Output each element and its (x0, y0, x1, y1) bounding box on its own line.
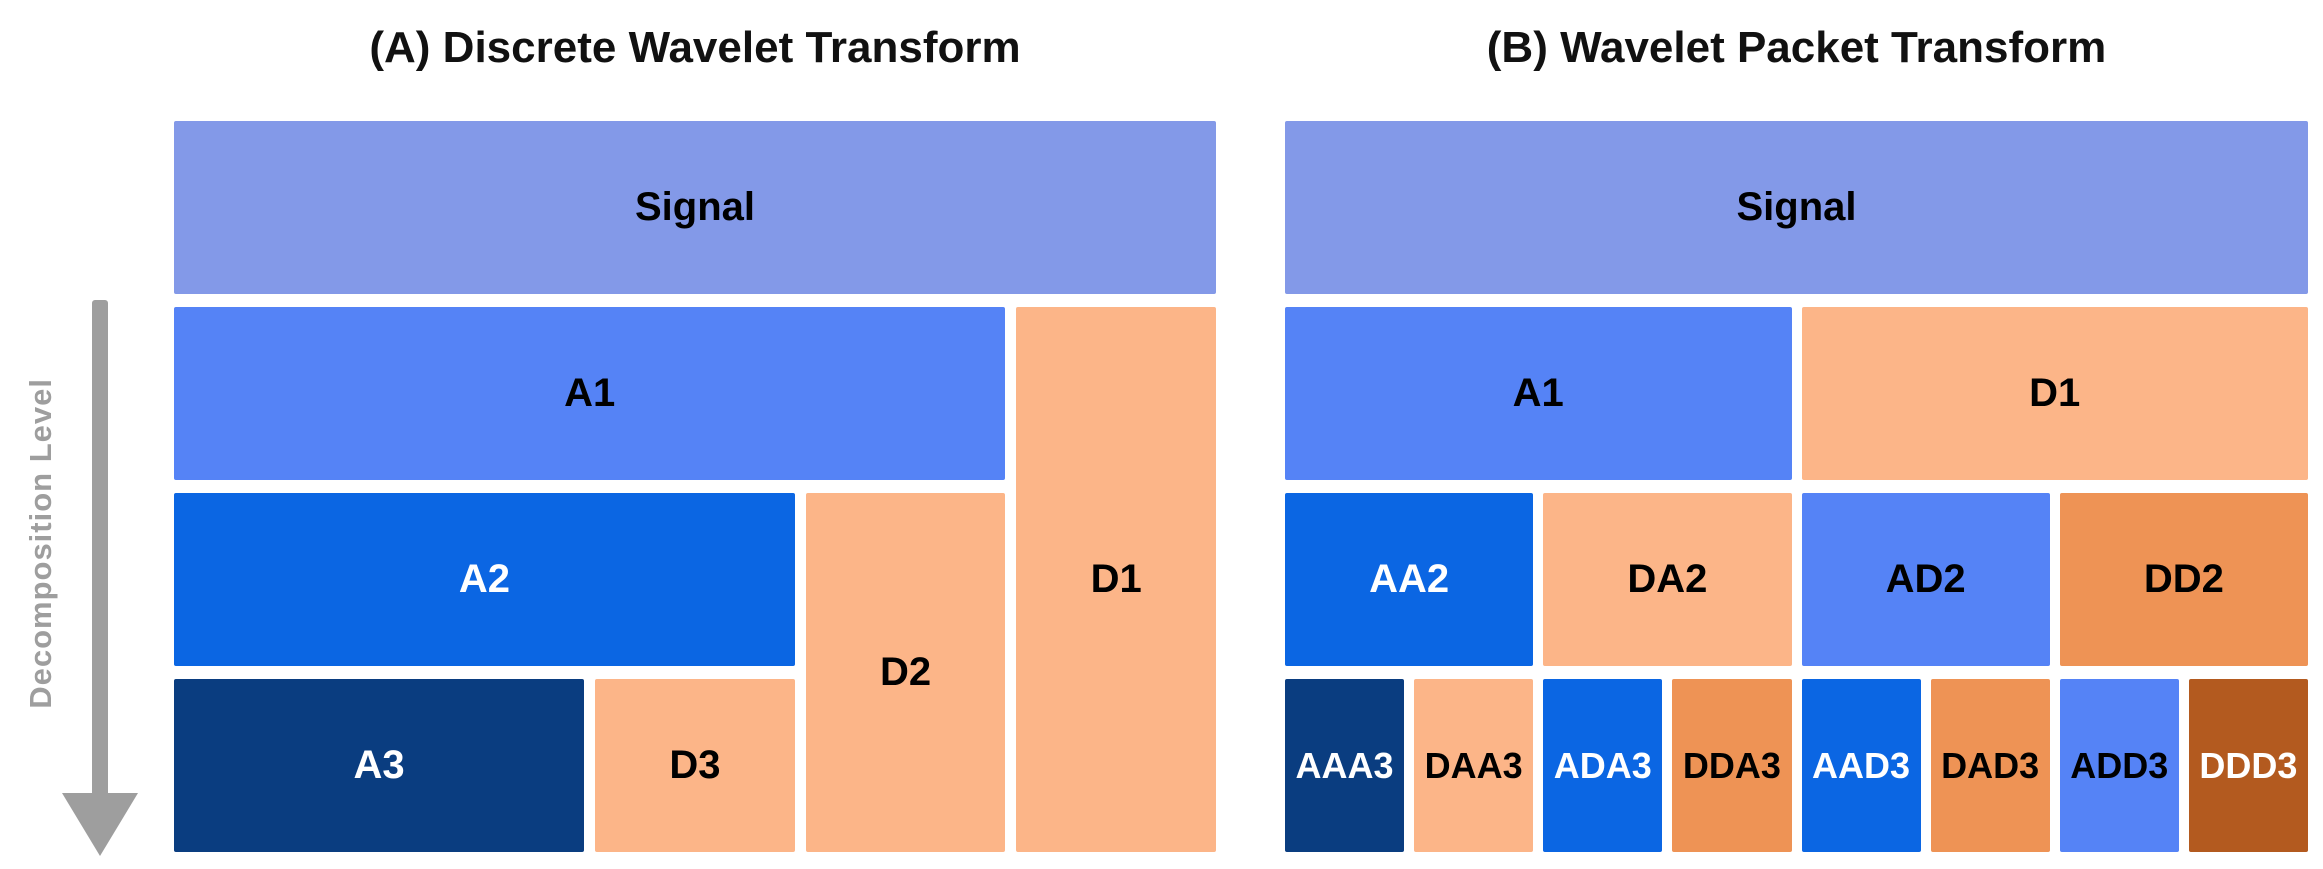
down-arrow-icon (62, 300, 138, 856)
wpt-block-ad2: AD2 (1801, 493, 2050, 666)
dwt-diagram: Signal A1 D1 A2 D2 A3 D3 (174, 121, 1216, 852)
dwt-block-a1: A1 (174, 307, 1006, 480)
wpt-block-dda3: DDA3 (1672, 679, 1792, 852)
decomposition-axis: Decomposition Level (0, 298, 150, 858)
dwt-block-d1: D1 (1016, 307, 1216, 852)
panel-a-title: (A) Discrete Wavelet Transform (369, 23, 1021, 72)
wpt-block-aaa3: AAA3 (1285, 679, 1405, 852)
wpt-block-ddd3: DDD3 (2188, 679, 2308, 852)
wpt-block-ada3: ADA3 (1543, 679, 1663, 852)
wpt-block-da2: DA2 (1543, 493, 1792, 666)
dwt-block-d2: D2 (805, 493, 1006, 852)
decomposition-level-label: Decomposition Level (23, 378, 58, 709)
dwt-block-a3: A3 (174, 679, 585, 852)
wpt-block-dd2: DD2 (2059, 493, 2308, 666)
wpt-block-aad3: AAD3 (1801, 679, 1921, 852)
wpt-block-d1: D1 (1801, 307, 2308, 480)
wpt-block-a1: A1 (1285, 307, 1792, 480)
wpt-block-add3: ADD3 (2059, 679, 2179, 852)
dwt-block-d3: D3 (595, 679, 795, 852)
panel-b-title: (B) Wavelet Packet Transform (1486, 23, 2107, 72)
wpt-block-signal: Signal (1285, 121, 2308, 294)
wpt-block-aa2: AA2 (1285, 493, 1534, 666)
wpt-block-dad3: DAD3 (1930, 679, 2050, 852)
dwt-block-a2: A2 (174, 493, 795, 666)
dwt-block-signal: Signal (174, 121, 1216, 294)
wpt-block-daa3: DAA3 (1414, 679, 1534, 852)
wpt-diagram: Signal A1 D1 AA2 DA2 AD2 DD2 AAA3 DAA3 A… (1285, 121, 2308, 852)
